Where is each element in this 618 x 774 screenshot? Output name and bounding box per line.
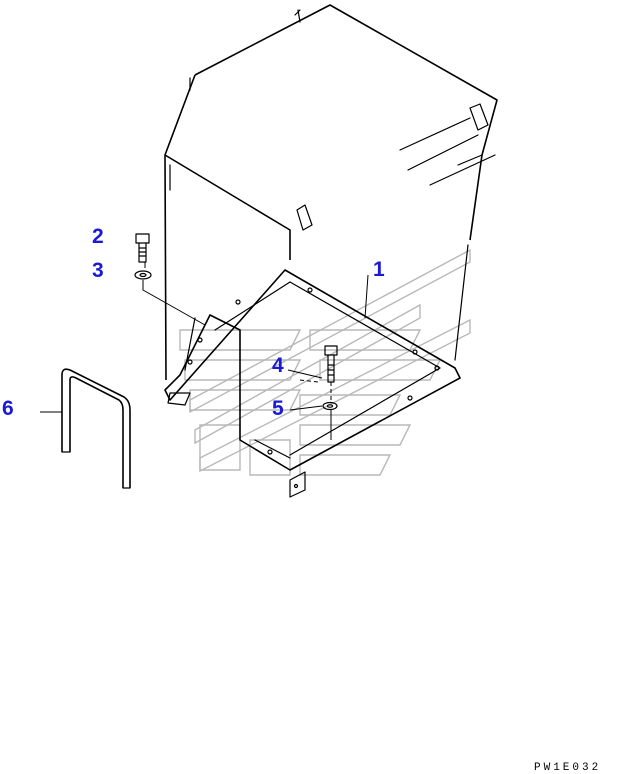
callout-2: 2 (92, 225, 104, 248)
handle-part-6 (61, 368, 131, 489)
washer-part-5 (322, 401, 338, 411)
drawing-code: PW1E032 (534, 762, 601, 774)
bolt-part-2 (135, 233, 150, 263)
callout-5: 5 (272, 397, 284, 420)
watermark-logo (179, 248, 471, 476)
callout-6: 6 (2, 397, 14, 420)
callout-3: 3 (92, 259, 104, 282)
leader-lines (40, 262, 369, 440)
washer-part-3 (134, 270, 152, 280)
callout-labels: 1 2 3 4 5 6 (2, 225, 385, 420)
floor-plate-assembly (164, 269, 461, 498)
cabin-body (164, 4, 498, 381)
callout-4: 4 (272, 354, 284, 377)
callout-1: 1 (373, 258, 385, 281)
